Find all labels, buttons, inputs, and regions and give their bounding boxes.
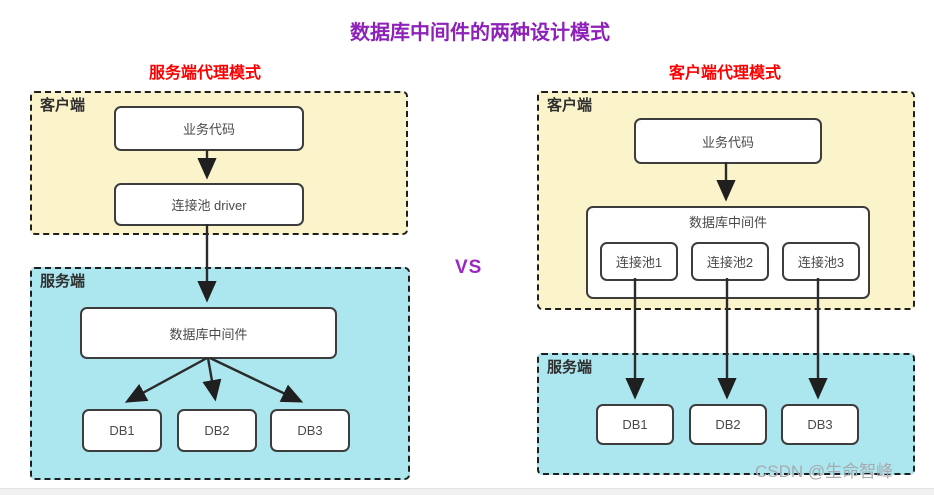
right-mode-header: 客户端代理模式 <box>668 65 781 82</box>
right-pool1-label: 连接池1 <box>615 255 663 270</box>
left-client-zone-label: 客户端 <box>40 97 86 114</box>
right-db1-label: DB1 <box>622 417 648 432</box>
right-db3-label: DB3 <box>807 417 833 432</box>
vs-label: VS <box>455 257 483 278</box>
left-mode-header: 服务端代理模式 <box>148 65 261 82</box>
left-connection-pool-driver-node: 连接池 driver <box>114 183 304 226</box>
left-server-zone: 服务端 数据库中间件 DB1 DB2 DB3 <box>30 267 410 480</box>
right-db3-node: DB3 <box>781 404 859 445</box>
right-business-code-node: 业务代码 <box>634 118 822 164</box>
left-business-code-node: 业务代码 <box>114 106 304 151</box>
right-middleware-node: 数据库中间件 连接池1 连接池2 连接池3 <box>586 206 870 299</box>
bottom-strip <box>0 488 934 495</box>
right-db2-label: DB2 <box>715 417 741 432</box>
right-client-zone-label: 客户端 <box>547 97 593 114</box>
left-business-code-label: 业务代码 <box>182 122 235 137</box>
right-db2-node: DB2 <box>689 404 767 445</box>
left-client-zone: 客户端 业务代码 连接池 driver <box>30 91 408 235</box>
right-pool3-label: 连接池3 <box>797 255 845 270</box>
left-connection-pool-driver-label: 连接池 driver <box>171 198 247 213</box>
left-server-zone-label: 服务端 <box>40 273 86 290</box>
right-middleware-label: 数据库中间件 <box>688 215 767 230</box>
right-server-zone-label: 服务端 <box>547 359 593 376</box>
left-db2-node: DB2 <box>177 409 257 452</box>
right-db1-node: DB1 <box>596 404 674 445</box>
left-db3-node: DB3 <box>270 409 350 452</box>
right-pool3-node: 连接池3 <box>782 242 860 281</box>
left-db1-label: DB1 <box>109 423 135 438</box>
right-pool2-label: 连接池2 <box>706 255 754 270</box>
left-middleware-node: 数据库中间件 <box>80 307 337 359</box>
right-business-code-label: 业务代码 <box>701 134 754 150</box>
left-middleware-label: 数据库中间件 <box>169 326 248 342</box>
left-db3-label: DB3 <box>297 423 323 438</box>
right-client-zone: 客户端 业务代码 数据库中间件 连接池1 连接池2 连接池3 <box>537 91 915 310</box>
csdn-watermark: CSDN @生命智峰 <box>755 462 894 481</box>
right-pool2-node: 连接池2 <box>691 242 769 281</box>
right-pool1-node: 连接池1 <box>600 242 678 281</box>
left-db1-node: DB1 <box>82 409 162 452</box>
left-db2-label: DB2 <box>204 423 230 438</box>
page-title: 数据库中间件的两种设计模式 <box>350 22 610 44</box>
